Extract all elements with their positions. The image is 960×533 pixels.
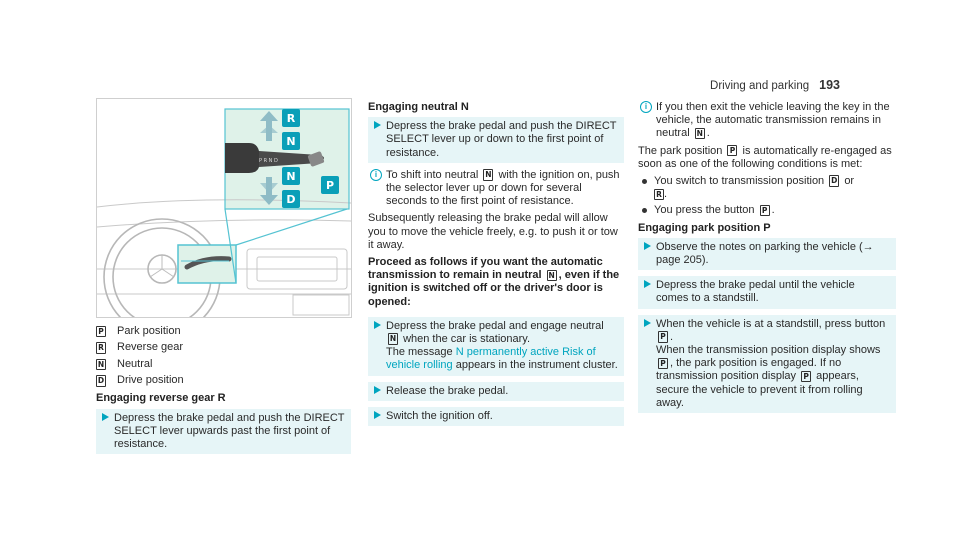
key-p-icon: P xyxy=(96,325,106,338)
key-r-icon: R xyxy=(654,188,664,201)
step-park-2: Depress the brake pedal until the vehicl… xyxy=(638,276,896,309)
step-neutral-1: Depress the brake pedal and push the DIR… xyxy=(368,117,624,163)
svg-text:P R N D: P R N D xyxy=(259,158,278,164)
step-arrow-icon xyxy=(102,412,109,421)
key-n-icon: N xyxy=(388,333,398,345)
svg-text:N: N xyxy=(286,170,295,183)
key-p-icon: P xyxy=(801,370,812,383)
step-park-3: When the vehicle is at a standstill, pre… xyxy=(638,314,896,414)
heading-reverse: Engaging reverse gear R xyxy=(96,392,226,405)
dashboard-drawing: P R N D R N N D P xyxy=(97,108,351,317)
display-message: N permanently active Risk of vehicle rol… xyxy=(386,346,596,372)
key-d-icon: D xyxy=(829,175,840,187)
svg-text:P: P xyxy=(326,179,334,192)
heading-park: Engaging park position P xyxy=(638,221,771,234)
badge-r xyxy=(282,109,300,127)
info-icon: i xyxy=(640,101,652,113)
badge-d xyxy=(282,190,300,208)
gear-selector-illustration: P R N D R N N D P xyxy=(96,98,352,318)
step-arrow-icon xyxy=(374,410,381,419)
badge-p xyxy=(321,176,339,194)
step-arrow-icon xyxy=(644,241,651,250)
section-title: Driving and parking xyxy=(710,80,810,92)
bullet-item: You press the button P. xyxy=(638,204,896,217)
key-p-icon: P xyxy=(727,144,738,157)
step-park-1: Observe the notes on parking the vehicle… xyxy=(638,237,896,271)
heading-neutral: Engaging neutral N xyxy=(368,101,469,113)
paragraph: Subsequently releasing the brake pedal w… xyxy=(368,212,618,251)
step-arrow-icon xyxy=(644,280,651,289)
step-arrow-icon xyxy=(644,318,651,327)
key-r-icon: R xyxy=(96,342,106,354)
bullet-item: You switch to transmission position D or… xyxy=(638,175,896,201)
key-n-icon: N xyxy=(546,269,557,282)
bullet-icon xyxy=(642,179,647,185)
key-n-icon: N xyxy=(694,127,705,140)
key-n-icon: N xyxy=(96,358,106,371)
page-number: 193 xyxy=(819,78,840,92)
info-icon: i xyxy=(370,168,382,181)
bullet-icon xyxy=(642,208,647,214)
svg-text:N: N xyxy=(286,135,295,148)
step-reverse: Depress the brake pedal and push the DIR… xyxy=(96,408,351,455)
step-arrow-icon xyxy=(374,121,381,130)
key-p-icon: P xyxy=(658,357,668,370)
key-d-icon: D xyxy=(96,375,106,387)
badge-n-up xyxy=(282,132,300,150)
step-arrow-icon xyxy=(374,385,381,394)
step-neutral-4: Switch the ignition off. xyxy=(368,406,624,427)
step-arrow-icon xyxy=(374,320,381,329)
key-p-icon: P xyxy=(759,204,770,217)
paragraph: The park position P is automatically re-… xyxy=(638,144,892,170)
svg-text:D: D xyxy=(286,193,295,206)
bold-instruction: Proceed as follows if you want the autom… xyxy=(368,256,620,308)
key-n-icon: N xyxy=(483,169,494,181)
badge-n-down xyxy=(282,167,300,185)
column-middle: Engaging neutral N Depress the brake ped… xyxy=(368,101,624,432)
svg-text:R: R xyxy=(287,112,296,125)
key-p-icon: P xyxy=(658,331,668,343)
step-neutral-3: Release the brake pedal. xyxy=(368,381,624,401)
step-neutral-2: Depress the brake pedal and engage neutr… xyxy=(368,316,624,376)
page-header: Driving and parking 193 xyxy=(710,78,840,92)
